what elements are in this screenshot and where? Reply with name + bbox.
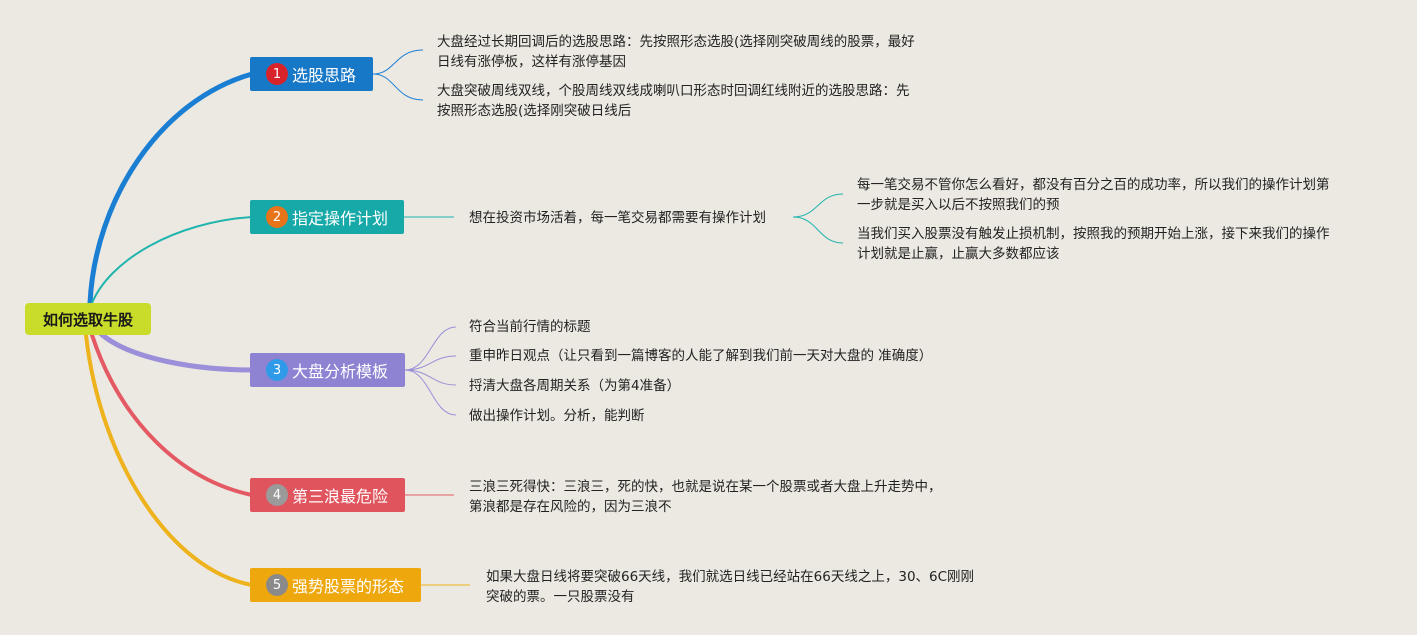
circle-number-4-icon: 4 (266, 484, 288, 506)
branch-node-3[interactable]: 3 大盘分析模板 (250, 353, 405, 387)
branch-label: 强势股票的形态 (292, 577, 405, 596)
connector-root-branch-3 (97, 330, 255, 373)
branch-label: 第三浪最危险 (292, 487, 389, 506)
leaf-node[interactable]: 大盘经过长期回调后的选股思路：先按照形态选股(选择刚突破周线的股票，最好 日线有… (437, 34, 915, 70)
leaf-node[interactable]: 大盘突破周线双线，个股周线双线成喇叭口形态时回调红线附近的选股思路：先 按照形态… (437, 83, 910, 119)
circle-number-3-icon: 3 (266, 359, 288, 381)
connector-branch-1-leaf-2 (372, 73, 424, 101)
connector-leaf-2-sub-1 (792, 193, 844, 218)
subleaf-node[interactable]: 每一笔交易不管你怎么看好，都没有百分之百的成功率，所以我们的操作计划第 一步就是… (857, 177, 1330, 213)
connector-root-branch-2 (91, 216, 253, 304)
leaf-node[interactable]: 三浪三死得快：三浪三，死的快，也就是说在某一个股票或者大盘上升走势中， 第浪都是… (469, 479, 942, 515)
connector-branch-3-leaf-3 (404, 369, 457, 386)
circle-number-2-icon: 2 (266, 206, 288, 228)
circle-number-1-icon: 1 (266, 63, 288, 85)
connector-root-branch-5 (84, 333, 254, 587)
leaf-node[interactable]: 捋清大盘各周期关系（为第4准备） (469, 378, 681, 394)
circle-number-5-icon: 5 (266, 574, 288, 596)
leaf-node[interactable]: 重申昨日观点（让只看到一篇博客的人能了解到我们前一天对大盘的 准确度） (469, 348, 933, 364)
connector-branch-3-leaf-2 (404, 355, 457, 371)
branch-node-2[interactable]: 2 指定操作计划 (250, 200, 404, 234)
connector-root-branch-4 (90, 333, 254, 497)
branch-label: 选股思路 (292, 66, 357, 85)
leaf-node[interactable]: 想在投资市场活着，每一笔交易都需要有操作计划 (469, 210, 766, 226)
subleaf-node[interactable]: 当我们买入股票没有触发止损机制，按照我的预期开始上涨，接下来我们的操作 计划就是… (857, 226, 1330, 262)
connector-branch-3-leaf-4 (404, 369, 457, 416)
leaf-node[interactable]: 做出操作计划。分析，能判断 (469, 408, 645, 424)
connector-branch-3-leaf-1 (404, 326, 457, 371)
branch-label: 指定操作计划 (292, 209, 389, 228)
branch-node-5[interactable]: 5 强势股票的形态 (250, 568, 421, 602)
branch-node-1[interactable]: 1 选股思路 (250, 57, 373, 91)
root-label: 如何选取牛股 (42, 310, 133, 329)
leaf-node[interactable]: 如果大盘日线将要突破66天线，我们就选日线已经站在66天线之上，30、6C刚刚 … (486, 569, 975, 605)
connector-root-branch-1 (87, 71, 255, 306)
root-node[interactable]: 如何选取牛股 (25, 303, 151, 335)
branch-label: 大盘分析模板 (292, 362, 389, 381)
leaf-node[interactable]: 符合当前行情的标题 (469, 319, 591, 335)
branch-node-4[interactable]: 4 第三浪最危险 (250, 478, 405, 512)
connector-branch-1-leaf-1 (372, 49, 424, 75)
connector-leaf-2-sub-2 (792, 216, 844, 244)
